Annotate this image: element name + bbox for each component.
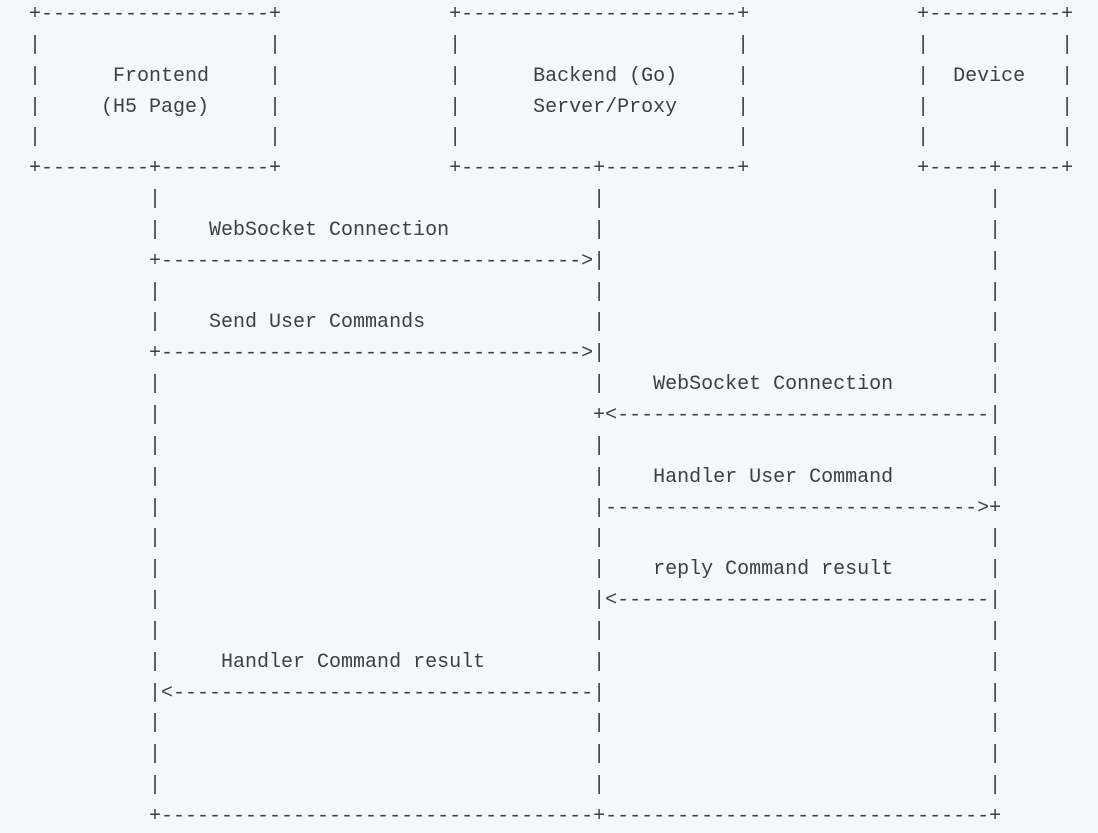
diagram-canvas: +-------------------+ +-----------------… — [29, 3, 1074, 828]
ascii-sequence-diagram: +-------------------+ +-----------------… — [29, 3, 1074, 828]
